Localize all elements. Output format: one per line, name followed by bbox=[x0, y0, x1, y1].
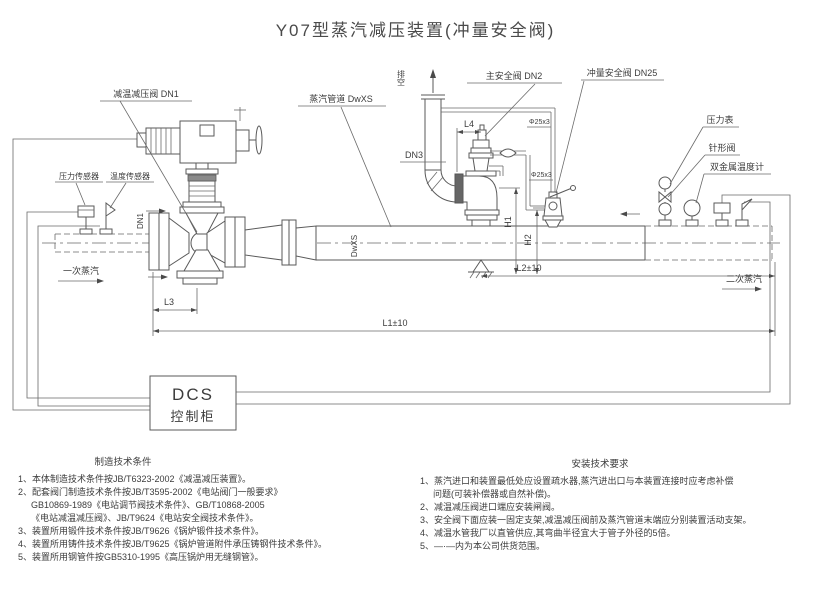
dim-h2-label: H2 bbox=[523, 234, 533, 246]
note-line: 2、配套阀门制造技术条件按JB/T3595-2002《电站阀门一般要求》 bbox=[18, 487, 283, 497]
pressure-reducing-valve bbox=[148, 206, 246, 285]
main-safety-valve bbox=[454, 124, 504, 226]
electric-actuator bbox=[136, 107, 263, 164]
note-line: GB10869-1989《电站调节阀技术条件》、GB/T10868-2005 bbox=[31, 500, 265, 510]
manufacturing-notes: 制造技术条件 1、本体制造技术条件按JB/T6323-2002《减温减压装置》。… bbox=[18, 456, 413, 564]
note-line: 4、装置所用铸件技术条件按JB/T9625《锅炉管道附件承压铸钢件技术条件》。 bbox=[18, 539, 328, 549]
dimension-h1: H1 bbox=[499, 187, 520, 274]
control-wiring bbox=[12, 138, 791, 411]
dimension-l2: L2±10 bbox=[481, 263, 775, 278]
installation-notes: 安装技术要求 1、蒸汽进口和装置最低处应设置疏水器,蒸汽进出口与本装置连接时应考… bbox=[420, 458, 820, 553]
impulse-piping bbox=[441, 107, 556, 211]
piping-diagram: L3 L1±10 L2±10 L4 H1 bbox=[12, 67, 791, 431]
fixed-support bbox=[468, 259, 494, 279]
note-line: 2、减温减压阀进口端应安装闸阀。 bbox=[420, 502, 561, 512]
dial-thermometer bbox=[683, 199, 701, 227]
bimetal-thermometer-label: 双金属温度计 bbox=[710, 161, 764, 172]
dn1-size-label: DN1 bbox=[136, 212, 145, 229]
primary-steam-label: 一次蒸汽 bbox=[63, 265, 99, 276]
dim-l4-label: L4 bbox=[464, 119, 474, 129]
note-line: 1、本体制造技术条件按JB/T6323-2002《减温减压装置》。 bbox=[18, 474, 252, 484]
valve-yoke bbox=[182, 162, 222, 208]
temperature-transmitter-label: 温度传感器 bbox=[110, 171, 150, 181]
main-safety-valve-label: 主安全阀 DN2 bbox=[486, 70, 543, 81]
needle-valve-label: 针形阀 bbox=[708, 142, 735, 153]
flow-labels: 一次蒸汽 二次蒸汽 排空 DN1 DwXS bbox=[63, 69, 762, 284]
impulse-pipe-spec-top: Φ25x3 bbox=[529, 119, 550, 126]
drawing-title: Y07型蒸汽减压装置(冲量安全阀) bbox=[275, 21, 556, 40]
flag-sensor bbox=[735, 198, 753, 227]
note-line: 1、蒸汽进口和装置最低处应设置疏水器,蒸汽进出口与本装置连接时应考虑补偿 bbox=[420, 476, 734, 486]
thermowell-instrument bbox=[713, 202, 731, 227]
dimension-l1: L1±10 bbox=[153, 262, 776, 336]
dimension-l3: L3 bbox=[152, 272, 198, 336]
pressure-gauge-label: 压力表 bbox=[706, 114, 733, 125]
temperature-sensor bbox=[99, 201, 116, 235]
pressure-transmitter-label: 压力传感器 bbox=[59, 171, 99, 181]
dim-l2-label: L2±10 bbox=[517, 263, 542, 273]
vent-label: 排空 bbox=[397, 69, 406, 86]
secondary-steam-label: 二次蒸汽 bbox=[726, 273, 762, 284]
flow-arrows bbox=[58, 208, 762, 292]
reducer bbox=[244, 219, 317, 266]
dimension-h2: H2 bbox=[523, 207, 544, 274]
note-line: 《电站减温减压阀》、JB/T9624《电站安全阀技术条件》。 bbox=[31, 513, 259, 523]
callouts: 减温减压阀 DN1 蒸汽管道 DwXS 主安全阀 DN2 冲量安全阀 DN25 … bbox=[55, 67, 771, 233]
dimension-l4: L4 bbox=[456, 119, 481, 172]
note-line: 5、—·—内为本公司供货范围。 bbox=[420, 541, 546, 551]
dim-l3-label: L3 bbox=[164, 297, 174, 307]
dcs-cabinet-label: 控制柜 bbox=[170, 409, 215, 424]
impulse-pipe-spec-bottom: Φ25x3 bbox=[531, 172, 552, 179]
manufacturing-notes-heading: 制造技术条件 bbox=[94, 457, 152, 468]
impulse-safety-valve-label: 冲量安全阀 DN25 bbox=[587, 67, 658, 78]
dwxs-size-label: DwXS bbox=[350, 235, 359, 257]
note-line: 3、装置所用锻件技术条件按JB/T9626《锅炉锻件技术条件》。 bbox=[18, 526, 265, 536]
vent-pipe bbox=[421, 69, 458, 203]
note-line: 4、减温水管我厂以直管供应,其弯曲半径宜大于管子外径的5倍。 bbox=[420, 528, 676, 538]
note-line: 3、安全阀下面应装一固定支架,减温减压阀前及蒸汽管道末端应分别装置活动支架。 bbox=[420, 515, 752, 525]
dim-h1-label: H1 bbox=[503, 216, 513, 228]
pressure-gauge-stack bbox=[658, 176, 672, 227]
dcs-label: DCS bbox=[172, 385, 214, 404]
dim-l1-label: L1±10 bbox=[383, 318, 408, 328]
steam-pipe-label: 蒸汽管道 DwXS bbox=[309, 93, 373, 104]
pressure-transmitter bbox=[77, 205, 95, 235]
note-line: 问题(可装补偿器或自然补偿)。 bbox=[433, 489, 556, 499]
dn3-label: DN3 bbox=[405, 150, 423, 160]
dcs-cabinet: DCS 控制柜 bbox=[149, 375, 237, 431]
installation-notes-heading: 安装技术要求 bbox=[571, 459, 629, 470]
desuperheating-valve-label: 减温减压阀 DN1 bbox=[113, 88, 179, 99]
note-line: 5、装置所用钢管件按GB5310-1995《高压锅炉用无缝钢管》。 bbox=[18, 552, 264, 562]
impulse-safety-valve bbox=[542, 185, 576, 228]
